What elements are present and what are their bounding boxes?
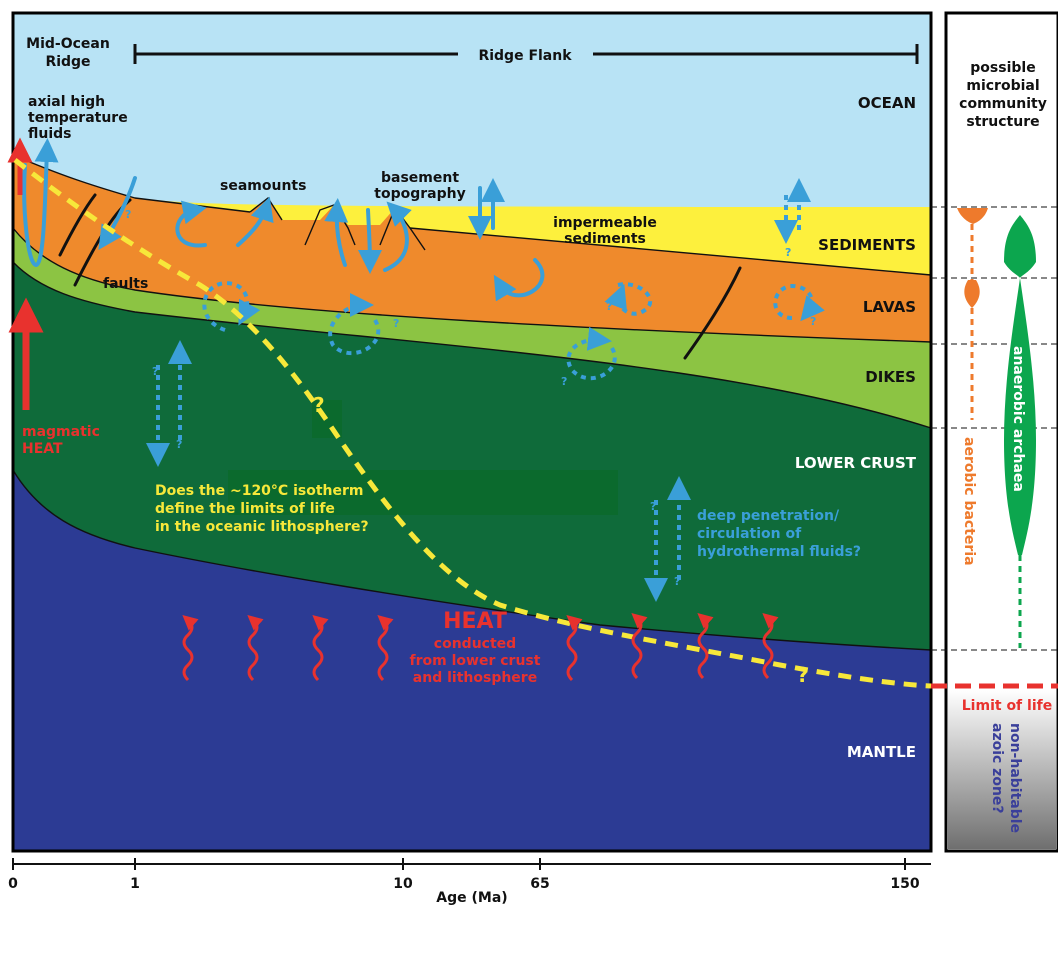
axial-fluid-down [98, 176, 137, 250]
svg-text:?: ? [674, 575, 680, 588]
seamounts-label: seamounts [220, 178, 306, 194]
ocean-label: OCEAN [858, 94, 916, 112]
dikes-label: DIKES [865, 368, 916, 386]
svg-text:?: ? [125, 208, 131, 221]
x-tick-0: 0 [8, 876, 18, 892]
basement-curl-arrow [383, 201, 412, 272]
x-axis: 0 1 10 65 150 Age (Ma) [8, 858, 931, 906]
svg-text:define the limits of life: define the limits of life [155, 501, 335, 517]
svg-text:?: ? [561, 375, 567, 388]
sediments-label: SEDIMENTS [818, 236, 916, 254]
magmatic-heat-arrows [7, 137, 44, 410]
svg-text:?: ? [650, 500, 656, 513]
limit-of-life-label: Limit of life [962, 698, 1052, 714]
anaerobic-archaea-label: anaerobic archaea [1010, 346, 1026, 492]
cross-section [11, 11, 933, 853]
x-tick-1: 1 [130, 876, 140, 892]
x-tick-65: 65 [530, 876, 549, 892]
x-axis-label: Age (Ma) [436, 890, 507, 906]
side-title-line-1: possible [970, 60, 1035, 76]
svg-text:Does the ~120°C isotherm: Does the ~120°C isotherm [155, 483, 363, 499]
seamount-flow-arrow [236, 196, 274, 247]
side-title-line-2: microbial [966, 78, 1039, 94]
ridge-flank-bar [133, 44, 919, 64]
svg-text:?: ? [176, 438, 182, 451]
ridge-flank-label: Ridge Flank [478, 48, 572, 64]
side-title-line-4: structure [966, 114, 1039, 130]
svg-text:?: ? [785, 246, 791, 259]
basement-topography-label: basement topography [374, 170, 465, 202]
dashed-circ-4 [604, 282, 653, 316]
non-habitable-line-1: non-habitable [1007, 723, 1023, 833]
mid-ocean-ridge-label-1: Mid-Ocean [26, 36, 110, 52]
svg-text:in the oceanic lithosphere?: in the oceanic lithosphere? [155, 519, 369, 535]
aerobic-bacteria-shape [957, 208, 988, 224]
basement-down-arrow [357, 208, 382, 274]
svg-text:HEAT: HEAT [22, 441, 63, 457]
svg-text:temperature: temperature [28, 110, 128, 126]
layer-boundaries [12, 154, 932, 651]
lavas-label: LAVAS [863, 298, 916, 316]
mid-ocean-ridge-label-2: Ridge [45, 54, 90, 70]
faults-label: faults [103, 276, 148, 292]
basement-up-arrow [324, 198, 349, 267]
svg-text:basement: basement [381, 170, 459, 186]
isotherm-question-label: Does the ~120°C isotherm define the limi… [155, 483, 369, 535]
svg-text:?: ? [152, 365, 158, 378]
svg-text:sediments: sediments [564, 231, 646, 247]
circulation-arrow-2 [493, 258, 545, 302]
x-tick-10: 10 [393, 876, 413, 892]
x-tick-150: 150 [890, 876, 919, 892]
fluid-question-marks: ? ? ? ? ? ? ? ? ? ? [125, 208, 816, 588]
dashed-circ-2 [328, 293, 381, 356]
diagram-frame [11, 11, 933, 853]
deep-penetration-label: deep penetration/ circulation of hydroth… [697, 508, 861, 560]
axial-fluids-label: axial high temperature fluids [28, 94, 128, 142]
microbial-side-panel: possible microbial community structure a… [931, 11, 1058, 853]
dashed-circ-1 [202, 280, 261, 332]
dashed-fluid-arrows [146, 178, 825, 602]
svg-text:deep penetration/: deep penetration/ [697, 508, 840, 524]
svg-text:?: ? [606, 300, 612, 313]
svg-text:fluids: fluids [28, 126, 72, 142]
side-title-line-3: community [959, 96, 1047, 112]
heat-title-label: HEAT [443, 609, 507, 634]
svg-text:magmatic: magmatic [22, 424, 100, 440]
conducted-heat-arrows [182, 613, 779, 682]
svg-text:?: ? [393, 317, 399, 330]
fluid-flow-arrows [22, 138, 545, 302]
svg-text:topography: topography [374, 186, 465, 202]
lower-crust-label: LOWER CRUST [795, 454, 917, 472]
dashed-circ-5 [773, 283, 825, 322]
magmatic-heat-label: magmatic HEAT [22, 424, 100, 457]
isotherm-question-mark-1: ? [313, 393, 325, 417]
svg-text:hydrothermal fluids?: hydrothermal fluids? [697, 544, 861, 560]
svg-text:conducted: conducted [434, 636, 516, 652]
isotherm-text-backdrop [228, 470, 618, 515]
svg-text:?: ? [810, 315, 816, 328]
impermeable-sediments-label: impermeable sediments [553, 215, 657, 247]
mantle-label: MANTLE [847, 743, 916, 761]
anaerobic-archaea-shape [1004, 215, 1036, 278]
dashed-circ-3 [566, 326, 617, 381]
isotherm-question-mark-2: ? [797, 663, 809, 687]
svg-text:axial high: axial high [28, 94, 105, 110]
isotherm-120c-line [13, 158, 932, 689]
mantle-layer [13, 470, 931, 851]
heat-conducted-label: conducted from lower crust and lithosphe… [410, 636, 541, 686]
axial-fluid-loop [22, 138, 59, 268]
non-habitable-line-2: azoic zone? [989, 723, 1005, 814]
svg-text:impermeable: impermeable [553, 215, 657, 231]
azoic-zone-fill [948, 690, 1056, 849]
aerobic-bacteria-label: aerobic bacteria [961, 437, 977, 566]
side-boundary-lines [931, 206, 1058, 651]
circulation-arrow-1 [175, 200, 207, 248]
svg-text:from lower crust: from lower crust [410, 653, 541, 669]
svg-text:circulation of: circulation of [697, 526, 802, 542]
svg-text:and lithosphere: and lithosphere [413, 670, 537, 686]
